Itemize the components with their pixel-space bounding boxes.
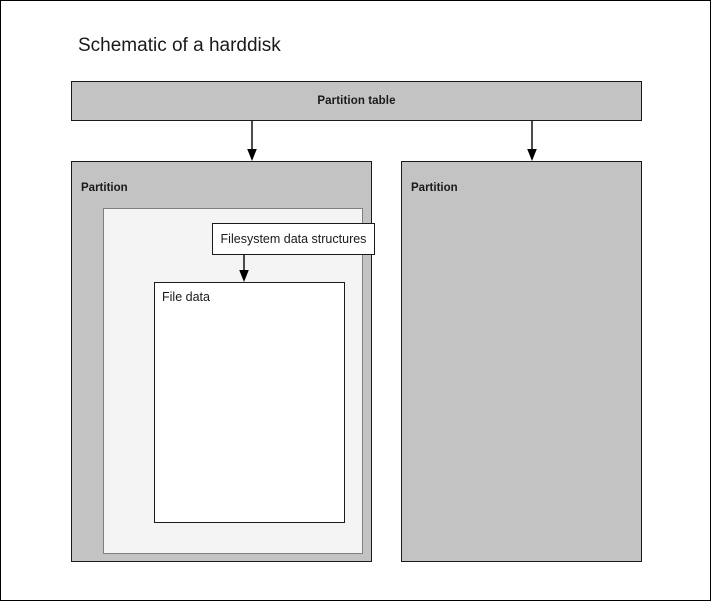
partition-label-1: Partition xyxy=(81,182,128,194)
partition-table-label: Partition table xyxy=(317,95,396,107)
filesystem-data-structures-label: Filesystem data structures xyxy=(220,232,367,246)
arrow-partition-table-to-partition-2 xyxy=(524,121,540,161)
arrow-fs-structures-to-file-data xyxy=(236,255,252,282)
filesystem-data-structures-box[interactable]: Filesystem data structures xyxy=(212,223,375,255)
partition-box-2[interactable]: Partition xyxy=(401,161,642,562)
file-data-label: File data xyxy=(162,290,210,304)
partition-table-box[interactable]: Partition table xyxy=(71,81,642,121)
arrow-partition-table-to-partition-1 xyxy=(244,121,260,161)
file-data-box[interactable]: File data xyxy=(154,282,345,523)
partition-label-2: Partition xyxy=(411,182,458,194)
page-title: Schematic of a harddisk xyxy=(78,35,281,56)
filesystem-region[interactable]: Filesystem data structures File data xyxy=(103,208,375,554)
partition-box-1[interactable]: Partition Filesystem data structures Fil… xyxy=(71,161,375,562)
